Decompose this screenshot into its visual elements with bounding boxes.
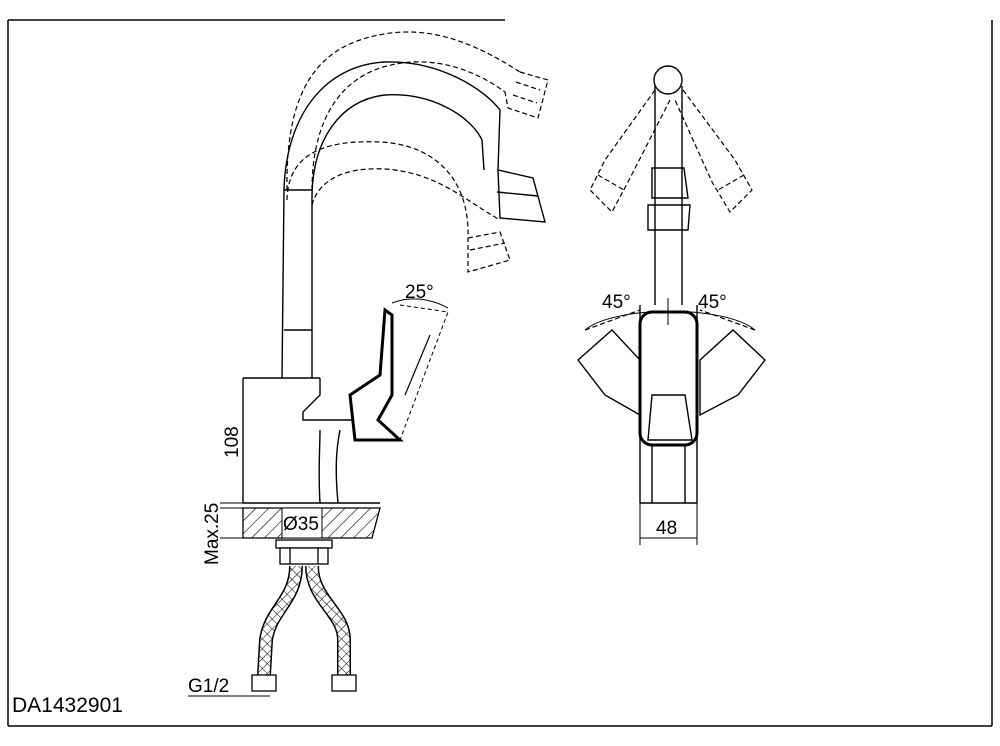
lever-angle-arc <box>391 298 449 309</box>
rotation-angle-arc <box>584 298 756 331</box>
lever-handle <box>348 304 449 442</box>
handle-width-label: 48 <box>656 518 677 539</box>
lever-angle-label: 25° <box>405 282 434 303</box>
drawing-frame <box>7 19 993 727</box>
mounting-nut <box>275 539 333 565</box>
braided-hoses <box>251 565 357 692</box>
rotate-left-angle-label: 45° <box>602 292 631 313</box>
width-dimension <box>639 503 698 545</box>
spout <box>281 61 546 379</box>
faucet-body <box>242 377 380 504</box>
thread-label: G1/2 <box>188 676 229 697</box>
hole-diameter-label: Ø35 <box>283 514 319 535</box>
side-view <box>220 31 549 692</box>
lever-front <box>638 310 699 447</box>
front-view <box>577 65 766 545</box>
max-thickness-label: Max.25 <box>202 503 223 565</box>
countertop-section <box>242 507 381 539</box>
spout-alternate-positions <box>286 31 549 273</box>
spout-front <box>647 65 691 305</box>
height-dimension <box>220 378 244 539</box>
rotate-right-angle-label: 45° <box>698 292 727 313</box>
product-code: DA1432901 <box>12 694 123 717</box>
front-alternate-positions <box>584 89 756 331</box>
height-label: 108 <box>222 426 243 458</box>
